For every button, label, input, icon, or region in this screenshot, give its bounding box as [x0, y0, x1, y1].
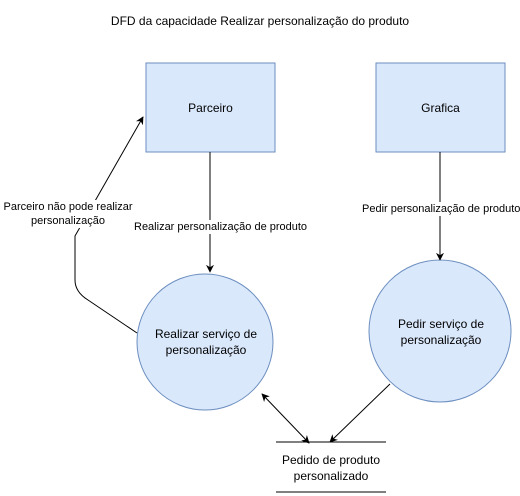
flow-parceiro-nao-pode-label: Parceiro não pode realizar personalizaçã…	[2, 200, 134, 228]
entity-parceiro-label: Parceiro	[188, 100, 233, 115]
process-realizar-servico-circle[interactable]	[136, 273, 274, 411]
entity-grafica-box[interactable]	[375, 62, 506, 153]
flow-realizar-personalizacao-label: Realizar personalização de produto	[134, 220, 308, 234]
diagram-title: DFD da capacidade Realizar personalizaçã…	[110, 14, 410, 28]
entity-parceiro-box[interactable]	[145, 62, 276, 153]
datastore-pedido-label: Pedido de produto personalizado	[281, 453, 381, 483]
flow-pedir-personalizacao-label: Pedir personalização de produto	[362, 202, 520, 216]
process-pedir-servico-label: Pedir serviço de personalização	[397, 317, 485, 347]
flow-pedir-datastore-line[interactable]	[329, 383, 391, 443]
flow-parceiro-nao-pode-line[interactable]	[74, 116, 144, 334]
process-realizar-servico-label: Realizar serviço de personalização	[154, 327, 258, 357]
entity-grafica-label: Grafica	[421, 100, 460, 115]
flow-realizar-datastore-line[interactable]	[261, 393, 310, 444]
